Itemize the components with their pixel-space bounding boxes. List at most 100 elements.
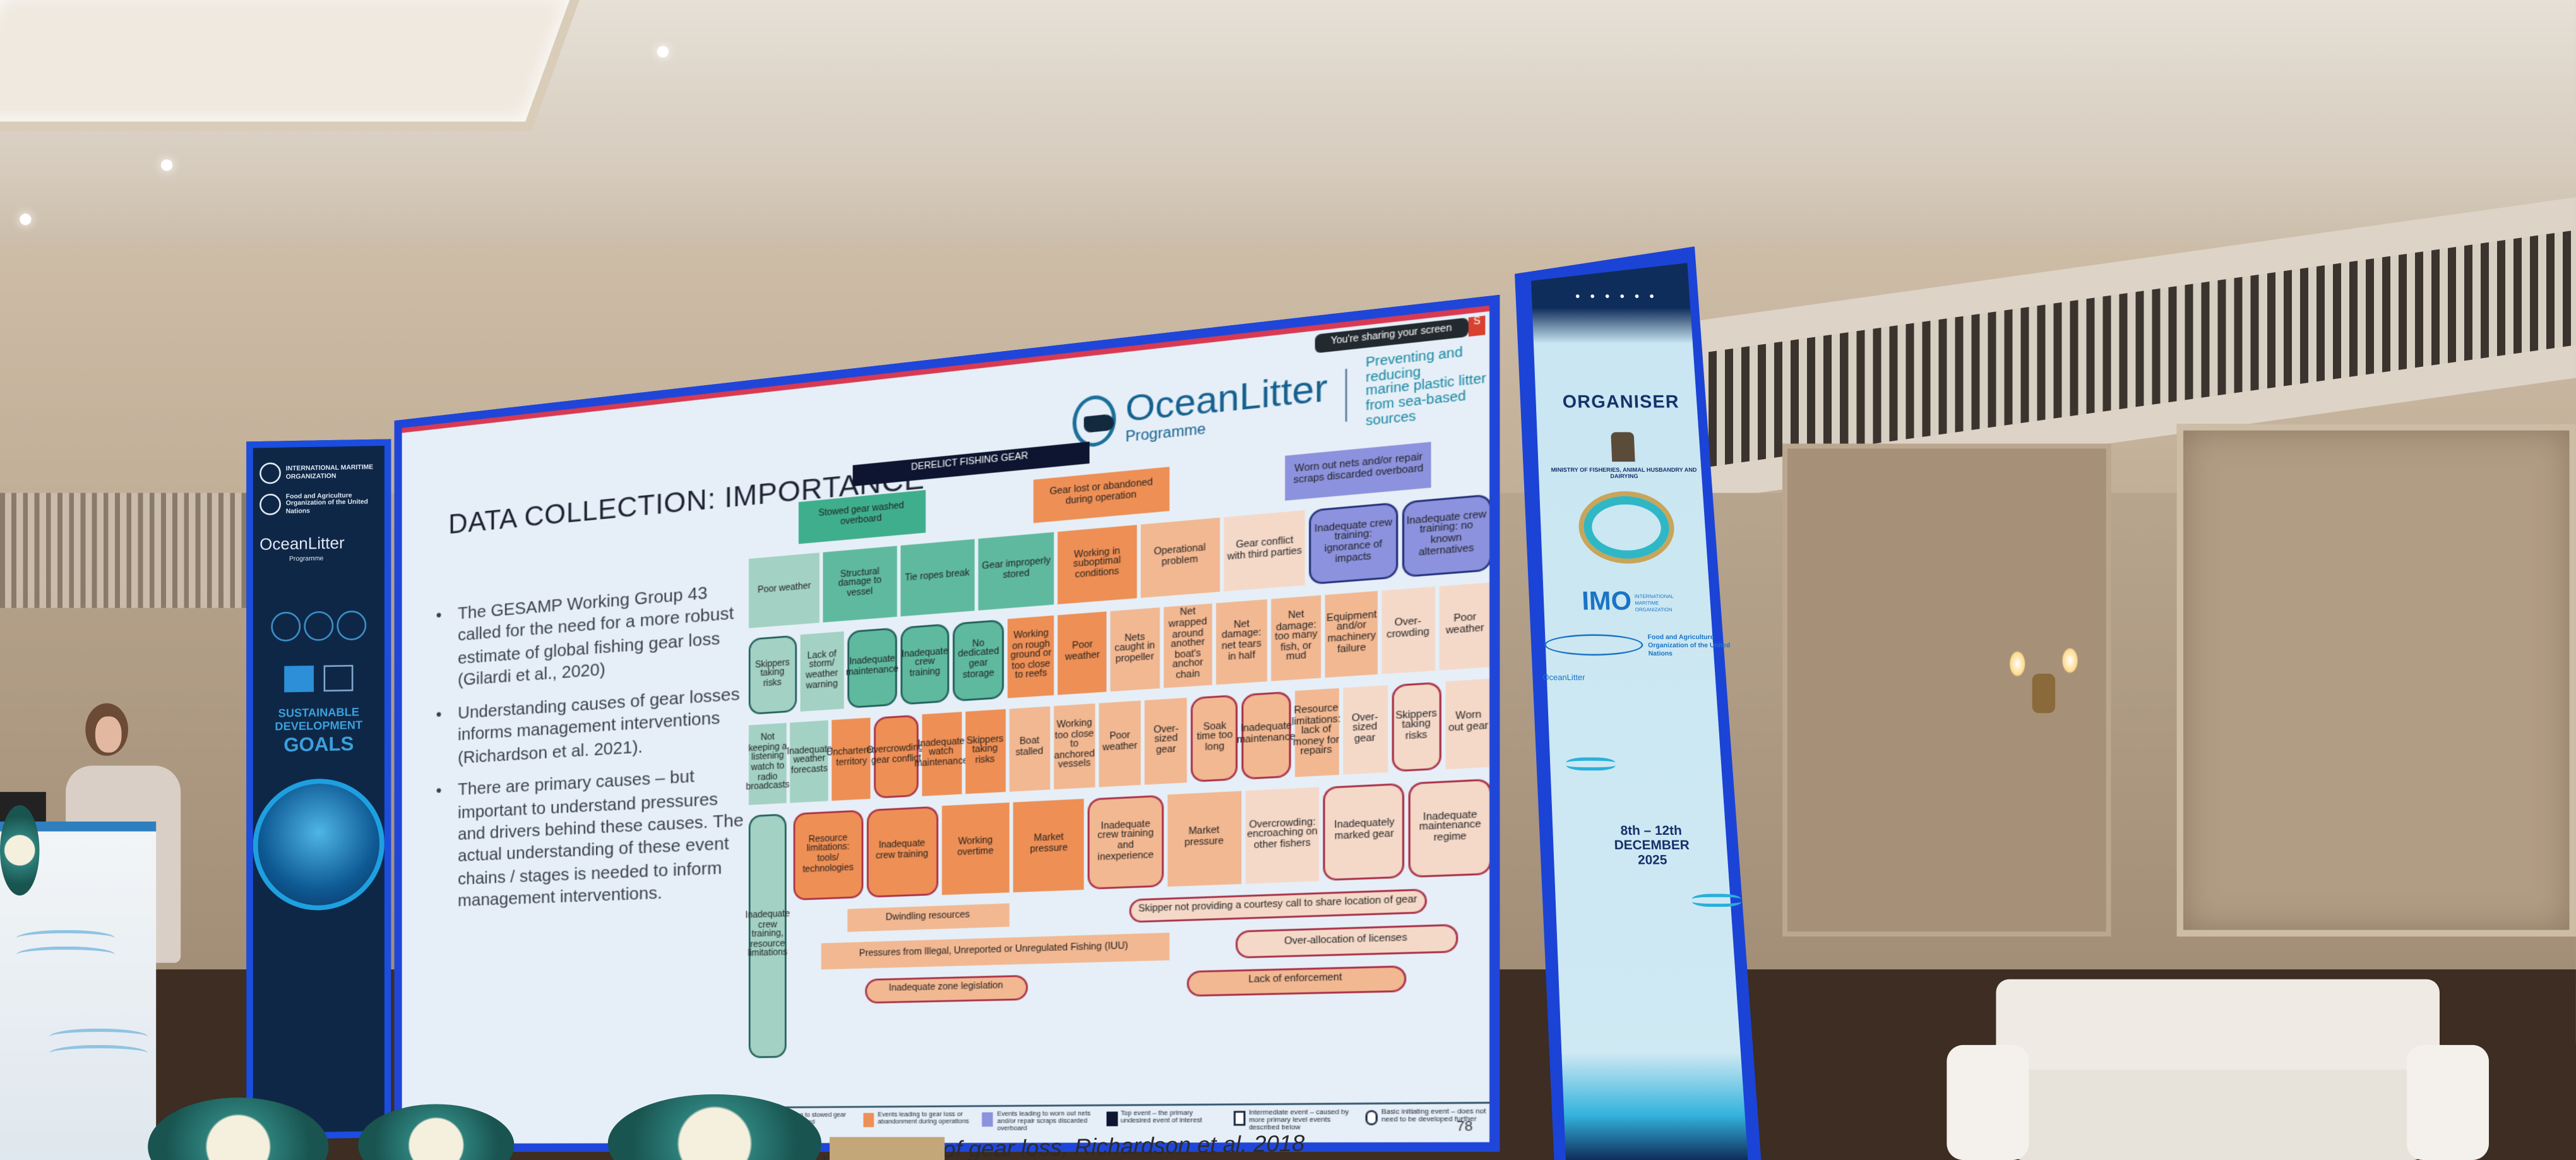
legend-swatch — [1233, 1111, 1245, 1126]
sharing-text: You're sharing your screen — [1331, 323, 1452, 348]
diagram-box: No dedicated gear storage — [953, 619, 1004, 702]
diagram-box: Resource limitations: lack of money for … — [1294, 688, 1338, 777]
diagram-box: Overcrowding, gear conflict — [874, 715, 917, 799]
fault-tree-diagram: DERELICT FISHING GEAR Stowed gear washed… — [749, 402, 1492, 1103]
ocean-globe-image — [253, 777, 385, 911]
right-banner-content: • • • • • • ORGANISER MINISTRY OF FISHER… — [1509, 279, 1760, 1150]
organiser-heading: ORGANISER — [1514, 393, 1729, 412]
diagram-box: Inadequately marked gear — [1324, 783, 1405, 881]
diagram-box: Inadequate maintenance — [848, 628, 897, 709]
bullet-item: The GESAMP Working Group 43 called for t… — [436, 580, 745, 695]
page-number: 78 — [1457, 1121, 1473, 1134]
diagram-box: Inadequate weather forecasts — [790, 721, 828, 803]
diagram-box: Net damage: net tears in half — [1217, 599, 1267, 685]
diagram-box: Worn out gear — [1445, 679, 1491, 770]
diagram-box: Operational problem — [1140, 518, 1220, 598]
diagram-lower-right: Resource limitations: tools/ technologie… — [794, 779, 1492, 1058]
wave-decoration — [1566, 758, 1616, 771]
diagram-box: Worn out nets and/or repair scraps disca… — [1285, 442, 1431, 501]
diagram-box: Over-allocation of licenses — [1236, 924, 1458, 959]
diagram-box: Working too close to anchored vessels — [1054, 703, 1095, 789]
diagram-box: Inadequate crew training — [900, 623, 950, 705]
legend-label: Events leading to worn out nets and/or r… — [997, 1111, 1096, 1133]
bullet-item: Understanding causes of gear losses info… — [436, 683, 745, 771]
diagram-box: Structural damage to vessel — [823, 546, 896, 623]
diagram-box: Net wrapped around another boat's anchor… — [1163, 604, 1212, 688]
diagram-box: Skippers taking risks — [1392, 682, 1441, 772]
diagram-box: Lack of enforcement — [1187, 966, 1407, 997]
stop-sharing-button[interactable]: S — [1469, 316, 1486, 337]
diagram-box: Inadequate crew training, resource limit… — [749, 813, 787, 1058]
imo-fullname: INTERNATIONAL MARITIME ORGANIZATION — [1635, 593, 1678, 613]
bullet-list: The GESAMP Working Group 43 called for t… — [436, 580, 745, 924]
oceanlitter-logo-small: OceanLitter — [1526, 674, 1740, 684]
date-range: 8th – 12th — [1556, 823, 1747, 839]
diagram-row-8: Inadequate zone legislation Lack of enfor… — [794, 963, 1492, 1005]
ceiling-light — [657, 46, 669, 57]
oceanlitter-brand: OceanLitter — [253, 518, 385, 555]
diagram-box: Working in suboptimal conditions — [1058, 525, 1136, 604]
ministry-name: MINISTRY OF FISHERIES, ANIMAL HUSBANDRY … — [1517, 467, 1731, 480]
imo-label: INTERNATIONAL MARITIME ORGANIZATION — [286, 464, 378, 480]
legend-item: Top event – the primary undesired event … — [1106, 1111, 1223, 1133]
presentation-slide: You're sharing your screenS OceanLitter … — [394, 295, 1500, 1152]
wave-decoration — [1691, 893, 1741, 906]
event-dates: 8th – 12th DECEMBER 2025 — [1532, 823, 1748, 869]
date-month: DECEMBER — [1556, 839, 1748, 854]
legend-swatch — [1365, 1110, 1377, 1125]
flower-arrangement — [0, 805, 39, 895]
diagram-box: Gear lost or abandoned during operation — [1034, 467, 1170, 523]
diagram-tall-column: Inadequate crew training, resource limit… — [749, 813, 787, 1058]
diagram-box: Over-sized gear — [1145, 698, 1187, 785]
diagram-box: Lack of storm/ weather warning — [799, 631, 844, 712]
diagram-box: Poor weather — [1058, 611, 1106, 695]
diagram-box: Inadequate zone legislation — [865, 975, 1028, 1004]
diagram-box: Equipment and/or machinery failure — [1326, 591, 1378, 678]
wall-sconce — [1996, 638, 2094, 728]
diagram-box: Inadequate maintenance — [1243, 691, 1291, 780]
legend-swatch — [982, 1112, 993, 1127]
diagram-box: Poor weather — [1099, 700, 1142, 787]
legend-swatch — [864, 1113, 874, 1127]
left-led-banner: INTERNATIONAL MARITIME ORGANIZATION Food… — [246, 439, 391, 1140]
ceiling-light — [161, 159, 172, 170]
ceiling-coffer — [0, 0, 585, 131]
diagram-legend: Events leading to stowed gear washing ov… — [749, 1102, 1492, 1134]
fao-emblem-icon — [1544, 634, 1644, 655]
diagram-box: Soak time too long — [1191, 695, 1239, 782]
fao-emblem-icon — [259, 494, 281, 515]
logo-divider — [1346, 369, 1348, 422]
diagram-box: Poor weather — [1438, 582, 1492, 671]
legend-label: Basic initiating event – does not need t… — [1381, 1109, 1492, 1133]
diagram-box: Over-sized gear — [1342, 685, 1387, 775]
diagram-box: Resource limitations: tools/ technologie… — [794, 810, 863, 900]
diagram-lower: Inadequate crew training, resource limit… — [749, 779, 1492, 1058]
fao-name: Food and Agriculture Organization of the… — [1647, 633, 1739, 657]
diagram-box: Inadequate crew training: ignorance of i… — [1309, 502, 1397, 585]
diagram-box: Inadequate crew training and inexperienc… — [1088, 795, 1164, 890]
wall-panel — [2177, 424, 2576, 936]
diagram-box: Inadequate crew training — [866, 806, 938, 897]
ceiling-light — [20, 213, 31, 225]
diagram-box: Overcrowding: encroaching on other fishe… — [1245, 787, 1320, 883]
diagram-box: Dwindling resources — [847, 904, 1009, 932]
imo-emblem-icon — [259, 462, 281, 484]
diagram-box: Pressures from Illegal, Unreported or Un… — [821, 933, 1170, 969]
imo-mark: IMO — [1581, 589, 1632, 618]
legend-label: Events leading to gear loss or abandonme… — [878, 1113, 973, 1134]
diagram-box: Market pressure — [1014, 799, 1084, 892]
speaker-nameplate — [830, 1137, 945, 1160]
info-circles — [253, 611, 385, 642]
legend-label: Top event – the primary undesired event … — [1121, 1111, 1223, 1133]
diagram-box: Over-crowding — [1381, 587, 1434, 674]
fao-label: Food and Agriculture Organization of the… — [286, 492, 378, 515]
diagram-box: Skippers taking risks — [749, 635, 796, 715]
diagram-box: Skipper not providing a courtesy call to… — [1130, 888, 1427, 923]
diagram-box: Inadequate watch maintenance — [921, 712, 961, 796]
diagram-box: Boat stalled — [1009, 707, 1050, 792]
institute-seal-icon — [1582, 496, 1671, 559]
screen-sharing-notice[interactable]: You're sharing your screenS — [1315, 318, 1469, 354]
sofa — [1947, 979, 2489, 1160]
diagram-box: Gear conflict with third parties — [1224, 510, 1305, 592]
